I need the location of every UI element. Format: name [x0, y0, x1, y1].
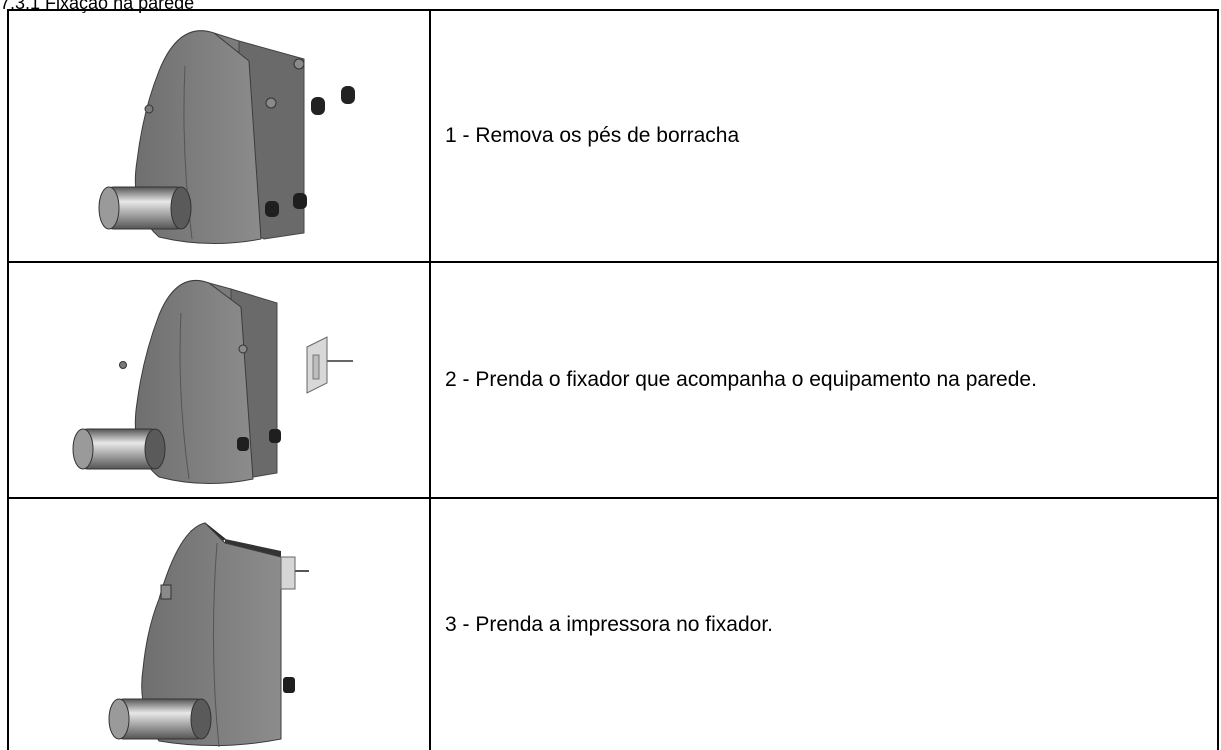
step-text-cell: 1 - Remova os pés de borracha [429, 9, 1219, 263]
printer-wall-bracket-illustration [72, 279, 353, 484]
step-text: 2 - Prenda o fixador que acompanha o equ… [445, 368, 1037, 391]
step-text-cell: 2 - Prenda o fixador que acompanha o equ… [429, 261, 1219, 499]
printer-remove-rubber-feet-illustration [98, 30, 355, 245]
step-text: 3 - Prenda a impressora no fixador. [445, 612, 774, 636]
step-text: 1 - Remova os pés de borracha [445, 124, 740, 147]
step-row: 2 - Prenda o fixador que acompanha o equ… [7, 261, 1219, 499]
wall-mount-steps-table: 1 - Remova os pés de borracha [7, 9, 1219, 750]
step-image-cell [7, 261, 431, 499]
step-image-cell [7, 497, 431, 750]
printer-attached-to-bracket-illustration [108, 522, 309, 748]
section-heading-fragment: 7.3.1 Fixação na parede [0, 0, 195, 13]
step-text-cell: 3 - Prenda a impressora no fixador. [429, 497, 1219, 750]
step-row: 1 - Remova os pés de borracha [7, 9, 1219, 263]
step-image-cell [7, 9, 431, 263]
step-row: 3 - Prenda a impressora no fixador. [7, 497, 1219, 750]
